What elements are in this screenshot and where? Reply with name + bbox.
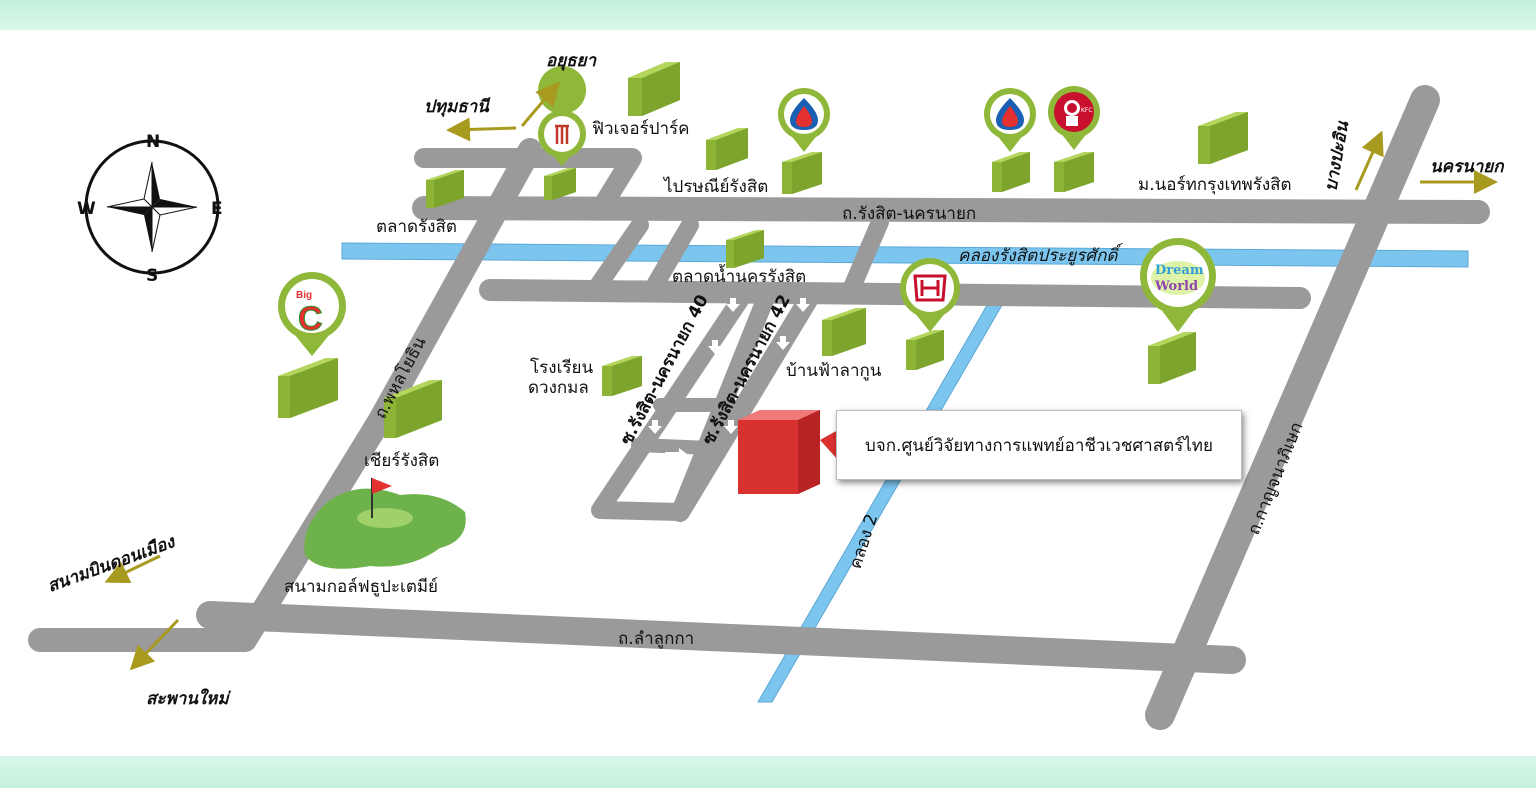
canal-rangsit-prayoonsak <box>341 242 1469 268</box>
compass-n-label: N <box>146 132 160 152</box>
label-school-line2: ดวงกมล <box>528 378 589 398</box>
top-band <box>0 0 1536 30</box>
label-school-line1: โรงเรียน <box>530 357 593 378</box>
label-don-mueang: สนามบินดอนเมือง <box>45 532 179 597</box>
building-big-c <box>278 358 338 418</box>
compass-star-icon <box>106 161 198 253</box>
honda-logo-icon <box>913 274 947 302</box>
label-future-park: ฟิวเจอร์ปาร์ค <box>592 119 690 139</box>
road-link-2 <box>643 216 699 299</box>
target-name: บจก.ศูนย์วิจัยทางการแพทย์อาชีวเวชศาสตร์ไ… <box>865 435 1213 456</box>
road-kanchanaphisek <box>1145 85 1440 730</box>
label-pathum-thani: ปทุมธานี <box>424 97 491 117</box>
arrow-bang-pa-in-icon <box>1354 130 1384 191</box>
big-c-letter: C <box>298 300 323 338</box>
road-lam-luk-ka <box>196 601 1246 674</box>
label-talad-nam: ตลาดน้ำนครรังสิต <box>672 264 806 287</box>
label-road-lam-luk-ka: ถ.ลำลูกกา <box>618 629 694 649</box>
label-baan-fah: บ้านฟ้าลากูน <box>786 361 882 381</box>
road-link-3 <box>841 213 889 301</box>
pin-honda <box>900 258 960 332</box>
ptt-logo-icon <box>996 98 1024 130</box>
arrow-don-mueang-icon <box>104 554 161 584</box>
label-bang-pa-in: บางปะอิน <box>1321 119 1353 193</box>
white-arrow-icon <box>776 336 790 350</box>
pin-ptt-1 <box>778 88 830 152</box>
big-c-small-text: Big <box>296 290 312 301</box>
building-talad-rangsit <box>426 170 464 208</box>
label-ayutthaya: อยุธยา <box>546 51 598 71</box>
building-post-office <box>706 128 748 170</box>
golf-green <box>304 488 466 569</box>
label-north-bangkok-univ: ม.นอร์ทกรุงเทพรังสิต <box>1138 175 1292 195</box>
target-building <box>738 410 838 494</box>
white-arrow-icon <box>724 420 738 434</box>
bottom-band <box>0 756 1536 788</box>
golf-course <box>304 478 466 569</box>
building-baan-fah <box>822 308 866 356</box>
kfc-text: KFC <box>1081 107 1093 114</box>
building-talad-nam <box>726 230 764 268</box>
road-link-1 <box>586 216 649 299</box>
pin-big-c: Big C <box>278 272 346 356</box>
big-c-logo-icon: Big C <box>296 290 323 339</box>
place-labels: ฟิวเจอร์ปาร์ค ไปรษณีย์รังสิต ตลาดรังสิต … <box>284 119 1292 597</box>
building-cheer-rangsit <box>384 380 442 438</box>
pin-dream-world: Dream World <box>1140 238 1216 332</box>
direction-arrows <box>104 81 1498 671</box>
future-park-icon <box>555 124 569 144</box>
ptt-logo-icon <box>790 98 818 130</box>
label-nakhon-nayok: นครนายก <box>1430 157 1505 177</box>
label-post-office: ไปรษณีย์รังสิต <box>662 176 768 197</box>
label-saphan-mai: สะพานใหม่ <box>146 688 232 709</box>
building-north-bangkok-univ <box>1198 112 1248 164</box>
white-arrow-icon <box>665 448 687 460</box>
compass-s-label: S <box>146 266 158 286</box>
building-future-park <box>628 62 680 116</box>
golf-inner-green <box>357 508 413 528</box>
pin-kfc: KFC <box>1048 86 1100 150</box>
white-arrow-icon <box>708 340 722 354</box>
label-canal-rangsit-prayoonsak: คลองรังสิตประยูรศักดิ์ <box>958 243 1123 266</box>
compass-e-label: E <box>211 199 223 219</box>
label-road-rangsit-nakhon-nayok: ถ.รังสิต-นครนายก <box>842 204 976 224</box>
label-talad-rangsit: ตลาดรังสิต <box>376 217 457 237</box>
soi-cross-2 <box>631 438 717 455</box>
building-honda <box>906 330 944 370</box>
building-school <box>602 356 642 396</box>
world-text: World <box>1154 279 1198 294</box>
road-top-loop <box>414 148 642 220</box>
pin-ptt-2 <box>984 88 1036 152</box>
building-kfc <box>1054 152 1094 192</box>
arrow-pathum-thani-icon <box>446 117 517 142</box>
map-pins: KFC Big C Drea <box>278 66 1216 356</box>
building-ptt-1 <box>782 152 822 194</box>
white-arrow-icon <box>726 298 740 312</box>
golf-flag-icon <box>372 478 392 494</box>
compass-w-label: W <box>77 199 96 219</box>
arrow-ayutthaya-icon <box>520 81 560 127</box>
buildings <box>278 62 1248 438</box>
arrow-saphan-mai-icon <box>129 618 180 671</box>
dream-text: Dream <box>1155 263 1204 278</box>
label-cheer-rangsit: เชียร์รังสิต <box>364 451 439 471</box>
kfc-logo-icon: KFC <box>1064 100 1093 126</box>
white-arrow-icon <box>648 420 662 434</box>
soi-42-road <box>670 290 818 522</box>
building-ptt-2 <box>992 152 1030 192</box>
compass-rose: N S E W <box>77 132 223 286</box>
white-arrow-icon <box>796 298 810 312</box>
callout-pointer <box>820 430 838 460</box>
soi-arrows <box>648 298 810 460</box>
compass-ring <box>84 139 220 275</box>
building-dream-world <box>1148 332 1196 384</box>
target-callout: บจก.ศูนย์วิจัยทางการแพทย์อาชีวเวชศาสตร์ไ… <box>836 410 1242 480</box>
dream-world-logo-icon: Dream World <box>1151 261 1205 295</box>
label-golf: สนามกอล์ฟธูปะเตมีย์ <box>284 577 438 597</box>
road-phahon-yothin <box>28 138 542 653</box>
pin-future-park <box>538 66 587 166</box>
building-small-loop <box>544 168 576 200</box>
